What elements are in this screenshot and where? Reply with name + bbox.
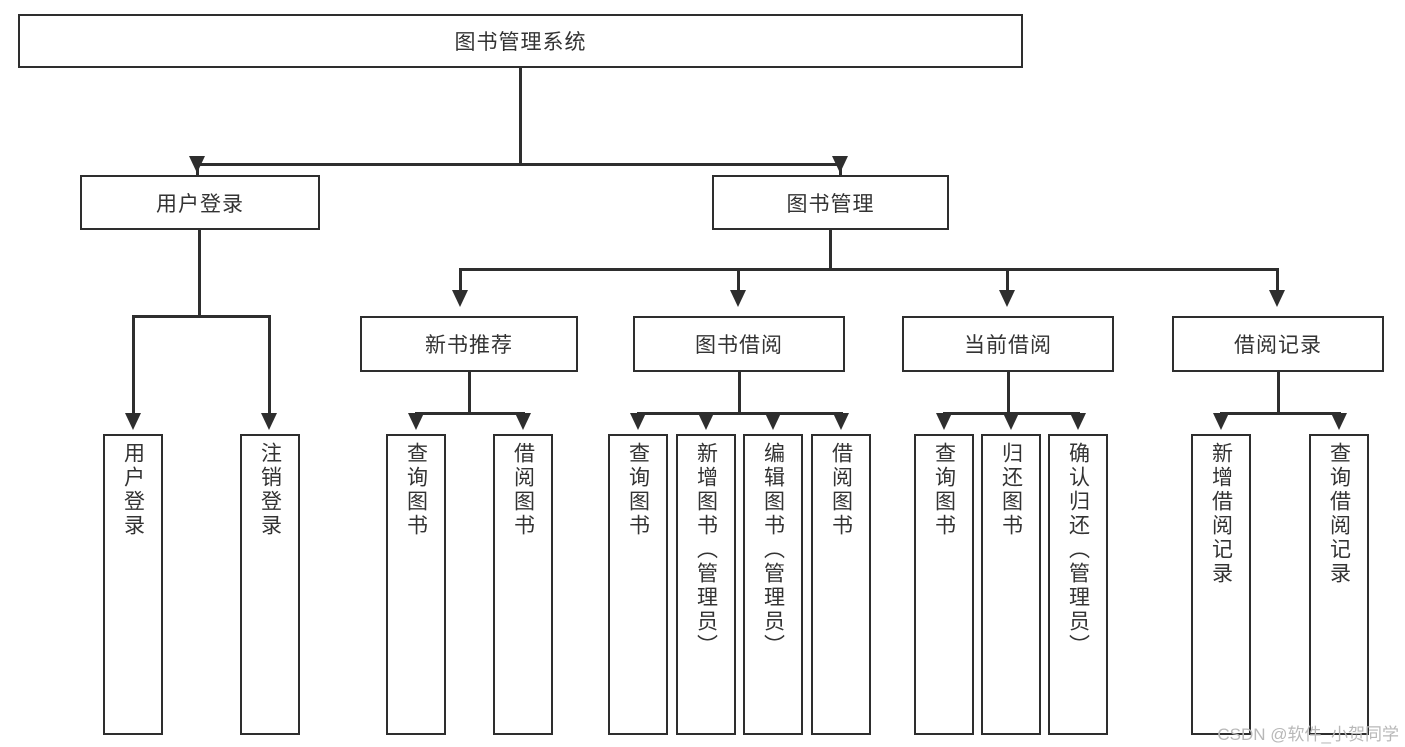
connector-borrow-record-bar bbox=[1220, 412, 1340, 415]
leaf-label: 查询图书 bbox=[626, 442, 650, 538]
node-book-borrow[interactable]: 图书借阅 bbox=[633, 316, 845, 372]
connector-user-login-bar bbox=[132, 315, 268, 318]
leaf-label: 查询借阅记录 bbox=[1327, 442, 1351, 586]
arrowhead-icon-user-login-leaf-2 bbox=[261, 413, 277, 430]
leaf-label: 新增图书（管理员） bbox=[694, 442, 718, 658]
node-book-management[interactable]: 图书管理 bbox=[712, 175, 949, 230]
arrowhead-icon-borrow-record-leaf-1 bbox=[1213, 413, 1229, 430]
leaf-label: 新增借阅记录 bbox=[1209, 442, 1233, 586]
connector-book-manage-to-new-book bbox=[459, 268, 462, 294]
arrowhead-icon-current-borrow-leaf-2 bbox=[1003, 413, 1019, 430]
arrowhead-icon-new-book-leaf-2 bbox=[515, 413, 531, 430]
node-new-book-recommend[interactable]: 新书推荐 bbox=[360, 316, 578, 372]
leaf-node-query-book-current[interactable]: 查询图书 bbox=[914, 434, 974, 735]
node-current-borrow[interactable]: 当前借阅 bbox=[902, 316, 1114, 372]
arrowhead-icon-root-to-book-manage bbox=[832, 156, 848, 173]
connector-new-book-trunk bbox=[468, 372, 471, 412]
connector-new-book-bar bbox=[415, 412, 525, 415]
leaf-node-add-book-admin[interactable]: 新增图书（管理员） bbox=[676, 434, 736, 735]
arrowhead-icon-current-borrow-leaf-3 bbox=[1070, 413, 1086, 430]
node-borrow-record[interactable]: 借阅记录 bbox=[1172, 316, 1384, 372]
leaf-label: 用户登录 bbox=[121, 442, 145, 538]
connector-book-borrow-bar bbox=[637, 412, 842, 415]
leaf-node-logout[interactable]: 注销登录 bbox=[240, 434, 300, 735]
leaf-node-borrow-book-recommend[interactable]: 借阅图书 bbox=[493, 434, 553, 735]
connector-user-login-trunk bbox=[198, 230, 201, 315]
node-label: 新书推荐 bbox=[425, 334, 513, 357]
connector-book-manage-to-current-borrow bbox=[1006, 268, 1009, 294]
arrowhead-icon-book-manage-new-book bbox=[452, 290, 468, 307]
arrowhead-icon-new-book-leaf-1 bbox=[408, 413, 424, 430]
leaf-node-query-book-recommend[interactable]: 查询图书 bbox=[386, 434, 446, 735]
csdn-watermark: CSDN @软件_小贺同学 bbox=[1217, 725, 1399, 744]
arrowhead-icon-user-login-leaf-1 bbox=[125, 413, 141, 430]
leaf-node-confirm-return-admin[interactable]: 确认归还（管理员） bbox=[1048, 434, 1108, 735]
arrowhead-icon-book-borrow-leaf-4 bbox=[833, 413, 849, 430]
leaf-node-edit-book-admin[interactable]: 编辑图书（管理员） bbox=[743, 434, 803, 735]
arrowhead-icon-book-manage-current-borrow bbox=[999, 290, 1015, 307]
leaf-label: 确认归还（管理员） bbox=[1066, 442, 1090, 658]
node-label: 当前借阅 bbox=[964, 334, 1052, 357]
connector-book-manage-trunk bbox=[829, 230, 832, 268]
leaf-node-add-borrow-record[interactable]: 新增借阅记录 bbox=[1191, 434, 1251, 735]
arrowhead-icon-book-manage-book-borrow bbox=[730, 290, 746, 307]
leaf-label: 借阅图书 bbox=[829, 442, 853, 538]
connector-root-trunk bbox=[519, 68, 522, 163]
leaf-label: 编辑图书（管理员） bbox=[761, 442, 785, 658]
connector-book-manage-bar bbox=[459, 268, 1279, 271]
leaf-node-user-login[interactable]: 用户登录 bbox=[103, 434, 163, 735]
connector-root-bar bbox=[196, 163, 842, 166]
connector-user-login-to-leaf-1 bbox=[132, 315, 135, 420]
leaf-node-query-book-borrow[interactable]: 查询图书 bbox=[608, 434, 668, 735]
connector-borrow-record-trunk bbox=[1277, 372, 1280, 412]
leaf-node-query-borrow-record[interactable]: 查询借阅记录 bbox=[1309, 434, 1369, 735]
node-label: 用户登录 bbox=[156, 192, 244, 216]
arrowhead-icon-root-to-user-login bbox=[189, 156, 205, 173]
arrowhead-icon-book-borrow-leaf-2 bbox=[698, 413, 714, 430]
leaf-label: 归还图书 bbox=[999, 442, 1023, 538]
leaf-label: 查询图书 bbox=[404, 442, 428, 538]
connector-user-login-to-leaf-2 bbox=[268, 315, 271, 420]
arrowhead-icon-book-borrow-leaf-1 bbox=[630, 413, 646, 430]
node-user-login[interactable]: 用户登录 bbox=[80, 175, 320, 230]
leaf-node-borrow-book[interactable]: 借阅图书 bbox=[811, 434, 871, 735]
arrowhead-icon-book-borrow-leaf-3 bbox=[765, 413, 781, 430]
connector-current-borrow-trunk bbox=[1007, 372, 1010, 412]
connector-book-manage-to-borrow-record bbox=[1276, 268, 1279, 294]
leaf-node-return-book[interactable]: 归还图书 bbox=[981, 434, 1041, 735]
node-label: 图书管理 bbox=[786, 192, 875, 216]
leaf-label: 注销登录 bbox=[258, 442, 282, 538]
leaf-label: 查询图书 bbox=[932, 442, 956, 538]
connector-book-borrow-trunk bbox=[738, 372, 741, 412]
node-label: 图书管理系统 bbox=[454, 31, 587, 54]
node-label: 借阅记录 bbox=[1234, 334, 1322, 357]
arrowhead-icon-current-borrow-leaf-1 bbox=[936, 413, 952, 430]
node-label: 图书借阅 bbox=[695, 334, 783, 357]
arrowhead-icon-borrow-record-leaf-2 bbox=[1331, 413, 1347, 430]
connector-book-manage-to-book-borrow bbox=[737, 268, 740, 294]
node-root-book-management-system[interactable]: 图书管理系统 bbox=[18, 14, 1023, 68]
arrowhead-icon-book-manage-borrow-record bbox=[1269, 290, 1285, 307]
leaf-label: 借阅图书 bbox=[511, 442, 535, 538]
